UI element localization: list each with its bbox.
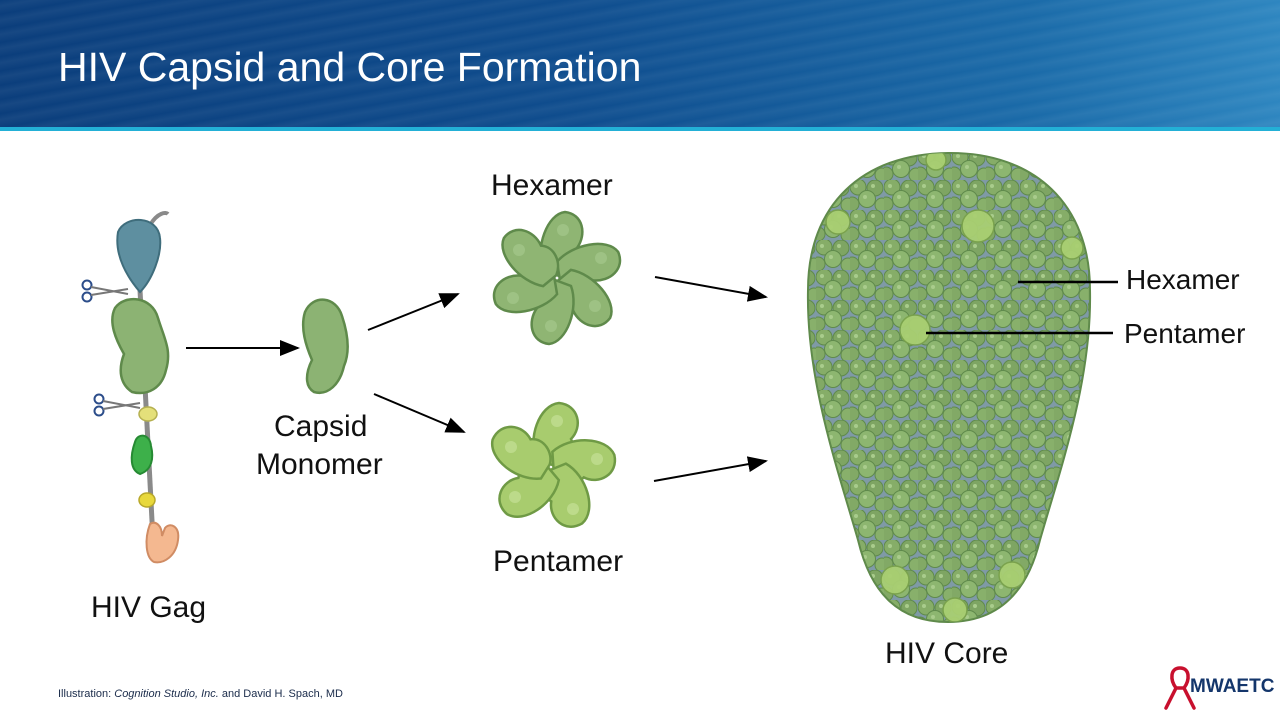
core-pentamer-patch (961, 209, 995, 243)
slide-title: HIV Capsid and Core Formation (58, 44, 642, 90)
arrow-monomer-to-pentamer (373, 393, 466, 433)
gag-tail (148, 211, 170, 227)
gag-label: HIV Gag (91, 591, 207, 624)
credit-suffix: and David H. Spach, MD (218, 688, 343, 700)
core-pentamer-patch (1060, 236, 1084, 260)
capsid-domain (111, 297, 170, 395)
capsid-monomer-label-line2: Monomer (256, 448, 383, 481)
illustration-credit: Illustration: Cognition Studio, Inc. and… (58, 688, 343, 700)
core-shell (806, 151, 1092, 624)
gag-polyprotein (111, 211, 180, 564)
flow-arrows (186, 276, 768, 482)
core-pentamer-patch (942, 597, 968, 623)
arrow-monomer-to-hexamer (367, 293, 460, 331)
core-pentamer-patch (998, 561, 1026, 589)
credit-studio: Cognition Studio, Inc. (114, 688, 219, 700)
core-pentamer-patch (899, 314, 931, 346)
title-underline (0, 127, 1280, 131)
matrix-domain (116, 218, 162, 294)
credit-prefix: Illustration: (58, 688, 115, 700)
title-bar (0, 0, 1280, 127)
spacer-peptide-2 (138, 492, 156, 508)
hiv-core (806, 151, 1118, 624)
core-pentamer-patch (925, 152, 947, 171)
arrow-hexamer-to-core (654, 276, 768, 302)
scissors-icon (81, 279, 129, 303)
pentamer-label: Pentamer (493, 545, 624, 578)
capsid-monomer-label-line1: Capsid (274, 410, 368, 443)
p6-domain (145, 521, 180, 564)
core-hexamer-label: Hexamer (1126, 264, 1240, 295)
core-pentamer-patch (880, 565, 910, 595)
arrow-pentamer-to-core (653, 456, 768, 482)
pentamer-structure (491, 401, 617, 528)
hiv-core-label: HIV Core (885, 637, 1009, 670)
title-bar-texture (0, 0, 1280, 127)
mwaetc-logo (1164, 666, 1196, 710)
core-pentamer-label: Pentamer (1124, 318, 1246, 349)
hexamer-label: Hexamer (491, 169, 613, 202)
nucleocapsid-domain (130, 434, 154, 476)
core-pentamer-patch (825, 209, 851, 235)
awareness-ribbon-icon (1164, 666, 1196, 710)
capsid-monomer (301, 298, 349, 395)
logo-text: MWAETC (1190, 676, 1275, 697)
spacer-peptide-1 (138, 406, 158, 422)
hexamer-structure (492, 210, 622, 346)
scissors-icon (93, 393, 141, 417)
